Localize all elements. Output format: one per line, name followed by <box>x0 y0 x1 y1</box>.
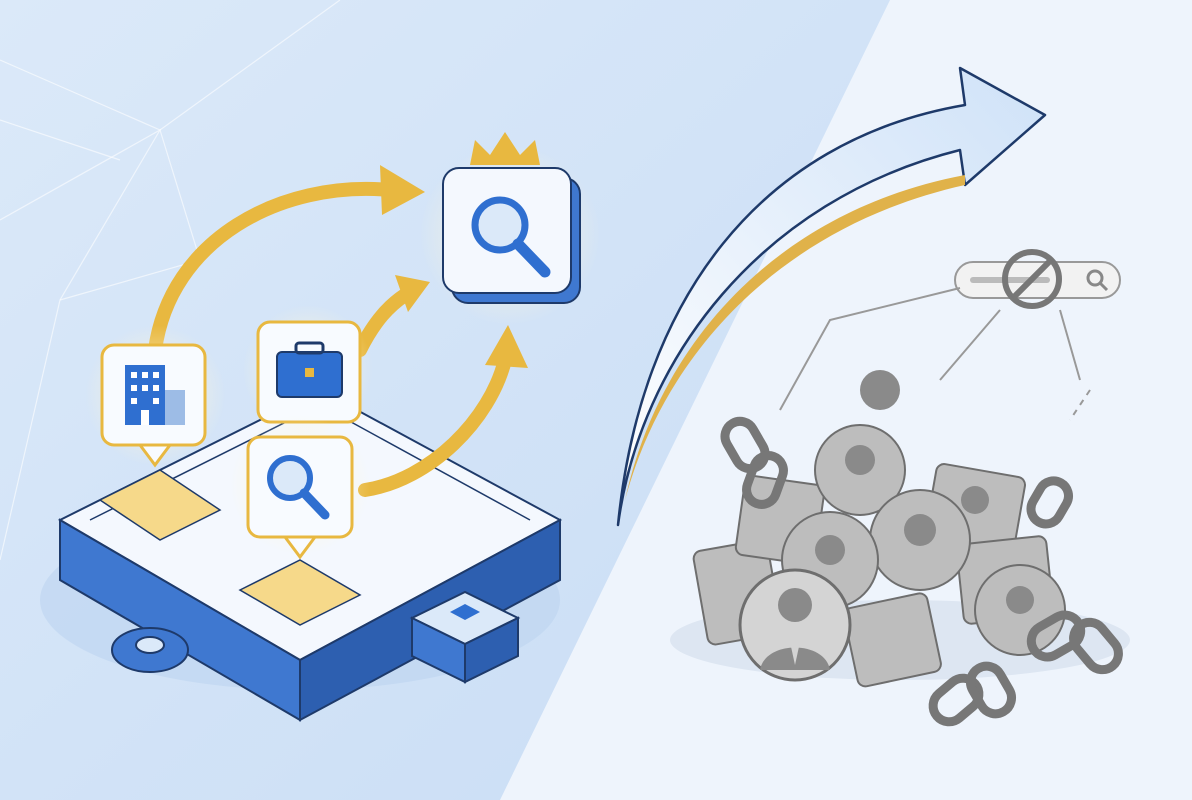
gold-arrowheads <box>380 165 528 368</box>
big-growth-arrow <box>616 66 1047 527</box>
person-avatar-pile <box>670 370 1130 688</box>
tile-building <box>98 469 222 541</box>
cube-icon <box>409 590 521 684</box>
network-lines <box>779 287 1091 421</box>
crown-icon <box>470 132 540 165</box>
tile-search <box>238 559 362 626</box>
gear-icon <box>111 627 189 673</box>
building-icon <box>85 325 225 468</box>
broken-chain-icon <box>720 416 1123 727</box>
search-icon <box>230 415 370 560</box>
blocked-search-bar-icon <box>954 249 1121 309</box>
person-avatar-icon <box>738 568 852 682</box>
crowned-search-icon <box>420 132 600 325</box>
briefcase-icon <box>243 305 373 435</box>
